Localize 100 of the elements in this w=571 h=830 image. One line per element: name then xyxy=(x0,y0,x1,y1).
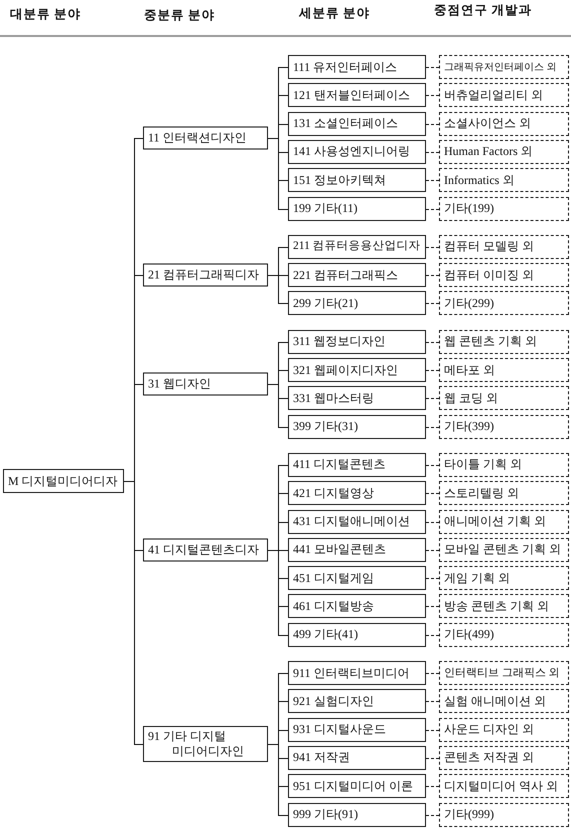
field-label: 941 저작권 xyxy=(293,750,350,766)
field-label: 499 기타(41) xyxy=(293,627,358,642)
field-box xyxy=(288,566,426,590)
field-label: 461 디지털방송 xyxy=(293,598,374,614)
research-topic-box xyxy=(439,661,569,685)
field-label: 999 기타(91) xyxy=(293,807,358,822)
research-topic-box xyxy=(439,291,569,316)
field-label: 141 사용성엔지니어링 xyxy=(293,144,410,160)
field-box xyxy=(288,538,426,562)
research-topic-label: 컴퓨터 이미징 외 xyxy=(444,268,534,283)
field-label: 411 디지털콘텐츠 xyxy=(293,457,386,472)
research-topic-label: 기타(299) xyxy=(444,296,494,311)
field-label: 911 인터랙티브미디어 xyxy=(293,666,410,680)
research-topic-box xyxy=(439,622,569,647)
field-box xyxy=(288,234,426,259)
research-topic-label: 애니메이션 기획 외 xyxy=(444,514,546,529)
field-box xyxy=(288,140,426,164)
research-topic-label: 버츄얼리얼리티 외 xyxy=(444,88,543,103)
research-topic-box xyxy=(439,452,569,477)
dashed-connector xyxy=(426,152,440,153)
research-topic-box xyxy=(439,386,569,410)
field-label: 321 웹페이지디자인 xyxy=(293,362,398,378)
subcategory-label: 31 웹디자인 xyxy=(148,376,212,392)
subcategory-box xyxy=(143,372,268,396)
research-topic-box xyxy=(439,594,569,618)
research-topic-label: 웹 콘텐츠 기획 외 xyxy=(444,334,537,350)
dashed-connector xyxy=(426,550,440,551)
research-topic-label: Human Factors 외 xyxy=(444,144,533,160)
dashed-connector xyxy=(426,673,440,674)
field-box xyxy=(288,622,426,647)
field-box xyxy=(288,414,426,439)
field-box xyxy=(288,168,426,192)
column-header: 중점연구 개발과 xyxy=(434,3,532,18)
field-label: 451 디지털게임 xyxy=(293,570,374,586)
dashed-connector xyxy=(426,275,440,276)
research-topic-box xyxy=(439,481,569,506)
research-topic-label: 방송 콘텐츠 기획 외 xyxy=(444,598,549,614)
research-topic-label: 사운드 디자인 외 xyxy=(444,722,534,738)
field-label: 399 기타(31) xyxy=(293,419,358,434)
research-topic-label: 인터랙티브 그래픽스 외 xyxy=(444,666,560,680)
research-topic-label: 기타(199) xyxy=(444,201,494,216)
connector-line xyxy=(268,138,288,210)
research-topic-box xyxy=(439,718,569,742)
field-box xyxy=(288,358,426,382)
research-topic-label: 모바일 콘텐츠 기획 외 xyxy=(444,542,561,558)
dashed-connector xyxy=(426,95,440,96)
field-box xyxy=(288,481,426,506)
connector-line xyxy=(268,384,288,428)
dashed-connector xyxy=(426,465,440,466)
research-topic-box xyxy=(439,140,569,164)
research-topic-box xyxy=(439,55,569,79)
research-topic-label: 메타포 외 xyxy=(444,362,495,378)
field-box xyxy=(288,196,426,220)
field-label: 441 모바일콘텐츠 xyxy=(293,542,386,558)
research-topic-label: 게임 기획 외 xyxy=(444,570,510,586)
field-box xyxy=(288,802,426,826)
dashed-connector xyxy=(426,398,440,399)
dashed-connector xyxy=(426,730,440,731)
column-header: 세분류 분야 xyxy=(299,6,370,21)
subcategory-label: 41 디지털콘텐츠디자 xyxy=(148,542,260,558)
field-box xyxy=(288,718,426,742)
subcategory-box xyxy=(143,726,268,762)
research-topic-box xyxy=(439,414,569,439)
field-label: 921 실험디자인 xyxy=(293,694,374,709)
research-topic-box xyxy=(439,330,569,354)
field-label: 311 웹정보디자인 xyxy=(293,334,386,350)
dashed-connector xyxy=(426,124,440,125)
research-topic-box xyxy=(439,358,569,382)
research-topic-box xyxy=(439,774,569,798)
subcategory-box xyxy=(143,538,268,562)
field-label: 931 디지털사운드 xyxy=(293,722,386,738)
dashed-connector xyxy=(426,209,440,210)
field-box xyxy=(288,83,426,108)
research-topic-label: 소셜사이언스 외 xyxy=(444,116,531,132)
dashed-connector xyxy=(426,522,440,523)
research-topic-box xyxy=(439,83,569,108)
dashed-connector xyxy=(426,786,440,787)
field-box xyxy=(288,330,426,354)
field-label: 331 웹마스터링 xyxy=(293,390,374,406)
research-topic-box xyxy=(439,689,569,714)
research-topic-box xyxy=(439,112,569,136)
field-box xyxy=(288,386,426,410)
main-category-box xyxy=(3,469,124,493)
research-topic-label: 기타(999) xyxy=(444,807,494,822)
research-topic-label: Informatics 외 xyxy=(444,172,514,188)
field-box xyxy=(288,689,426,714)
research-topic-label: 컴퓨터 모델링 외 xyxy=(444,239,534,254)
dashed-connector xyxy=(426,303,440,304)
research-topic-box xyxy=(439,746,569,770)
research-topic-box xyxy=(439,802,569,826)
connector-line xyxy=(268,275,288,304)
field-box xyxy=(288,661,426,685)
research-topic-label: 디지털미디어 역사 외 xyxy=(444,778,558,794)
research-topic-box xyxy=(439,196,569,220)
field-box xyxy=(288,452,426,477)
research-topic-box xyxy=(439,263,569,288)
research-topic-label: 스토리텔링 외 xyxy=(444,486,519,501)
research-topic-box xyxy=(439,510,569,534)
subcategory-box xyxy=(143,264,268,287)
research-topic-label: 타이틀 기획 외 xyxy=(444,457,522,472)
